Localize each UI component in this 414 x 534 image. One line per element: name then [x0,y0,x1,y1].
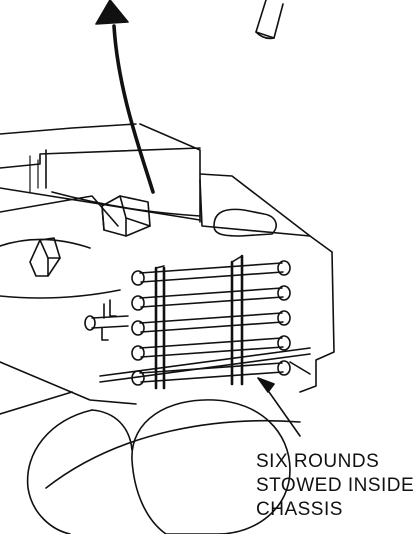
deck-block [101,195,151,237]
callout-line-1: SIX ROUNDS [256,451,380,472]
hatch-plate [213,208,277,237]
callout-leader [257,377,301,437]
stowage-callout: SIX ROUNDS STOWED INSIDE CHASSIS [256,450,414,522]
top-tube [255,0,284,40]
curved-arrow [95,0,155,194]
round-6 [84,299,129,341]
rack-frame [99,254,311,390]
callout-line-3: CHASSIS [256,499,343,520]
callout-line-2: STOWED INSIDE [256,475,414,496]
hex-fitting [29,237,61,277]
hull-right-edge [289,251,335,393]
ammunition-rounds [84,260,291,386]
road-wheels [26,399,291,534]
